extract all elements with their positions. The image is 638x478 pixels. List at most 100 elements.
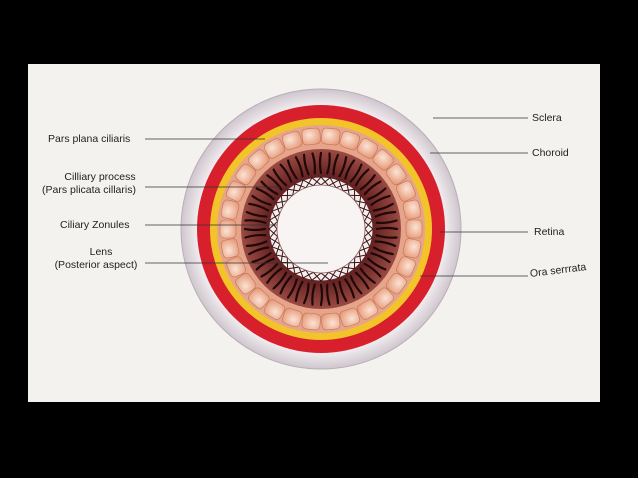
ciliary-fold (279, 163, 293, 183)
ciliary-fold (260, 180, 279, 196)
pars-plana-cell (339, 307, 361, 328)
ciliary-fold (311, 152, 317, 175)
pars-plana-cell (301, 312, 321, 331)
ciliary-fold (294, 156, 304, 178)
ciliary-fold (302, 282, 310, 305)
label-pars-plana: Pars plana ciliaris (48, 133, 131, 145)
ciliary-fold (272, 168, 288, 187)
ciliary-fold (338, 280, 348, 302)
pars-plana-cell (220, 238, 240, 259)
pars-plana-cell (395, 180, 416, 202)
ciliary-fold (374, 240, 397, 248)
pars-plana-cell (220, 199, 240, 220)
pars-plana-cell (219, 219, 237, 239)
pars-plana-cell (356, 138, 379, 159)
ciliary-fold (326, 152, 331, 175)
ciliary-fold (375, 219, 398, 225)
ciliary-fold (302, 153, 310, 176)
ciliary-fold (354, 168, 370, 187)
ciliary-fold (318, 151, 323, 175)
label-retina: Retina (534, 226, 565, 238)
ciliary-fold (266, 174, 283, 191)
zonule-fibers (268, 177, 374, 281)
ciliary-fold (359, 174, 376, 191)
ciliary-fold (370, 252, 391, 264)
ciliary-fold (245, 210, 268, 218)
ciliary-fold (319, 283, 324, 307)
ciliary-fold (325, 283, 331, 306)
ciliary-fold (244, 219, 267, 224)
pars-plana-cell (281, 307, 303, 328)
ciliary-fold (272, 271, 288, 290)
label-lens-line2: (Posterior aspect) (54, 259, 138, 271)
label-sclera: Sclera (532, 112, 562, 124)
ciliary-fold (375, 234, 398, 239)
pars-plana-cells (219, 127, 423, 331)
ciliary-fold (367, 257, 387, 271)
label-lens-line1: Lens (89, 246, 113, 258)
ciliary-fold (349, 275, 363, 295)
ciliary-fold (363, 262, 382, 278)
ciliary-fold (338, 156, 348, 178)
pars-plana-cell (281, 130, 303, 151)
ciliary-fold (244, 233, 267, 239)
ciliary-fold (286, 159, 298, 180)
ciliary-fold (248, 202, 270, 212)
ciliary-fold (372, 202, 394, 212)
label-choroid: Choroid (532, 147, 569, 159)
label-ciliary-process-line2: (Pars plicata cillaris) (42, 184, 136, 196)
ciliary-fold (248, 246, 270, 256)
pars-plana-cell (372, 149, 394, 171)
ciliary-fold (251, 194, 272, 206)
ciliary-fold (294, 280, 304, 302)
pars-plana-cell (385, 272, 407, 295)
ciliary-fold (260, 262, 279, 278)
ciliary-fold (245, 240, 268, 248)
pars-plana-cell (248, 149, 270, 171)
ciliary-fold (344, 159, 356, 180)
pars-plana-cell (226, 180, 247, 202)
pars-plana-cell (248, 287, 270, 309)
pars-plana-cell (263, 299, 286, 320)
ciliary-fold (243, 227, 267, 232)
label-ciliary-process-line1: Cilliary process (64, 171, 136, 183)
ciliary-fold (372, 246, 394, 256)
pars-plana-cell (321, 312, 341, 331)
ciliary-fold (375, 226, 399, 231)
ciliary-fold (279, 275, 293, 295)
pars-plana-cell (301, 127, 321, 146)
lens (276, 184, 366, 274)
pars-plana-cell (339, 130, 361, 151)
pars-plana-cell (385, 163, 407, 186)
ciliary-fold (255, 187, 275, 201)
pars-plana-cell (226, 256, 247, 278)
ciliary-fold (332, 282, 340, 305)
pars-plana-cell (263, 138, 286, 159)
pars-plana-cell (235, 163, 257, 186)
ciliary-fold (286, 278, 298, 299)
label-ciliary-zonules: Ciliary Zonules (60, 219, 130, 231)
pars-plana-cell (356, 299, 379, 320)
pars-plana-cell (402, 199, 422, 220)
pars-plana-cell (395, 256, 416, 278)
ciliary-fold (363, 180, 382, 196)
ciliary-fold (370, 194, 391, 206)
ciliary-fold (251, 252, 272, 264)
ciliary-fold (349, 163, 363, 183)
ciliary-fold (374, 210, 397, 218)
pars-plana-cell (235, 272, 257, 295)
ciliary-fold (332, 153, 340, 176)
pars-plana-cell (372, 287, 394, 309)
ciliary-fold (367, 187, 387, 201)
pars-plana-cell (405, 219, 423, 239)
pars-plana-cell (321, 127, 341, 146)
pars-plana-cell (402, 238, 422, 259)
ciliary-fold (359, 267, 376, 284)
ciliary-fold (344, 278, 356, 299)
ciliary-fold (266, 267, 283, 284)
ciliary-process-folds (243, 151, 399, 307)
ciliary-fold (311, 283, 316, 306)
ciliary-fold (354, 271, 370, 290)
